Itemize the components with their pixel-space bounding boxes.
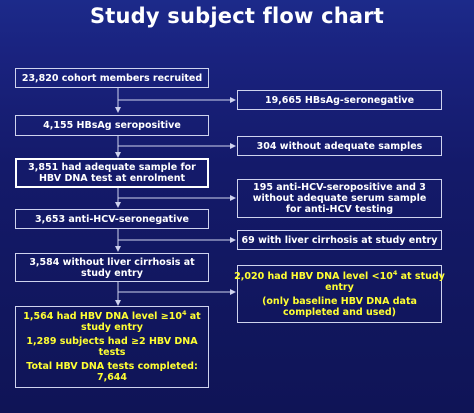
hcv-negative-box: 3,653 anti-HCV-seronegative	[15, 209, 209, 229]
hcv-positive-line-2: without adequate serum sample	[252, 193, 427, 204]
low-dna-line-3: (only baseline HBV DNA data	[262, 295, 417, 307]
hcv-positive-line-3: for anti-HCV testing	[285, 204, 394, 215]
high-dna-line-4: tests	[98, 347, 126, 358]
no-cirrhosis-line-2: study entry	[81, 267, 143, 279]
low-dna-line-2: entry	[325, 281, 354, 293]
cirrhosis-box: 69 with liver cirrhosis at study entry	[237, 230, 442, 250]
seronegative-box: 19,665 HBsAg-seronegative	[237, 90, 442, 110]
low-dna-line-1-main: 2,020 had HBV DNA level <10	[234, 270, 393, 282]
high-dna-line-5: Total HBV DNA tests completed:	[26, 361, 198, 372]
high-dna-line-1-exponent: 4	[181, 308, 187, 317]
low-dna-line-1-tail: at study	[397, 270, 445, 282]
high-dna-line-1-main: 1,564 had HBV DNA level ≥10	[23, 311, 182, 322]
hcv-negative-text: 3,653 anti-HCV-seronegative	[35, 213, 189, 225]
adequate-sample-line-1: 3,851 had adequate sample for	[28, 162, 196, 173]
high-dna-line-1: 1,564 had HBV DNA level ≥104 at	[23, 308, 201, 322]
slide-title: Study subject flow chart	[89, 4, 385, 28]
low-dna-outcome-box: 2,020 had HBV DNA level <104 at study en…	[234, 265, 445, 323]
hcv-positive-line-1: 195 anti-HCV-seropositive and 3	[253, 182, 426, 193]
no-samples-text: 304 without adequate samples	[256, 140, 423, 152]
no-cirrhosis-line-1: 3,584 without liver cirrhosis at	[29, 256, 195, 268]
low-dna-line-1: 2,020 had HBV DNA level <104 at study	[234, 268, 445, 282]
adequate-sample-box: 3,851 had adequate sample for HBV DNA te…	[15, 158, 209, 188]
hcv-positive-box: 195 anti-HCV-seropositive and 3 without …	[237, 179, 442, 218]
high-dna-outcome-box: 1,564 had HBV DNA level ≥104 at study en…	[15, 306, 209, 388]
adequate-sample-line-2: HBV DNA test at enrolment	[38, 173, 186, 184]
seronegative-text: 19,665 HBsAg-seronegative	[264, 94, 415, 106]
recruited-box: 23,820 cohort members recruited	[15, 68, 209, 88]
seropositive-text: 4,155 HBsAg seropositive	[43, 120, 181, 131]
high-dna-line-3: 1,289 subjects had ≥2 HBV DNA	[26, 336, 198, 347]
no-samples-box: 304 without adequate samples	[237, 136, 442, 156]
low-dna-line-1-exponent: 4	[392, 268, 398, 277]
high-dna-line-6: 7,644	[96, 372, 128, 383]
seropositive-box: 4,155 HBsAg seropositive	[15, 115, 209, 136]
no-cirrhosis-box: 3,584 without liver cirrhosis at study e…	[15, 253, 209, 282]
low-dna-line-4: completed and used)	[283, 306, 396, 318]
cirrhosis-text: 69 with liver cirrhosis at study entry	[241, 234, 438, 246]
high-dna-line-2: study entry	[81, 322, 143, 333]
recruited-text: 23,820 cohort members recruited	[21, 72, 203, 84]
high-dna-line-1-tail: at	[186, 311, 201, 322]
